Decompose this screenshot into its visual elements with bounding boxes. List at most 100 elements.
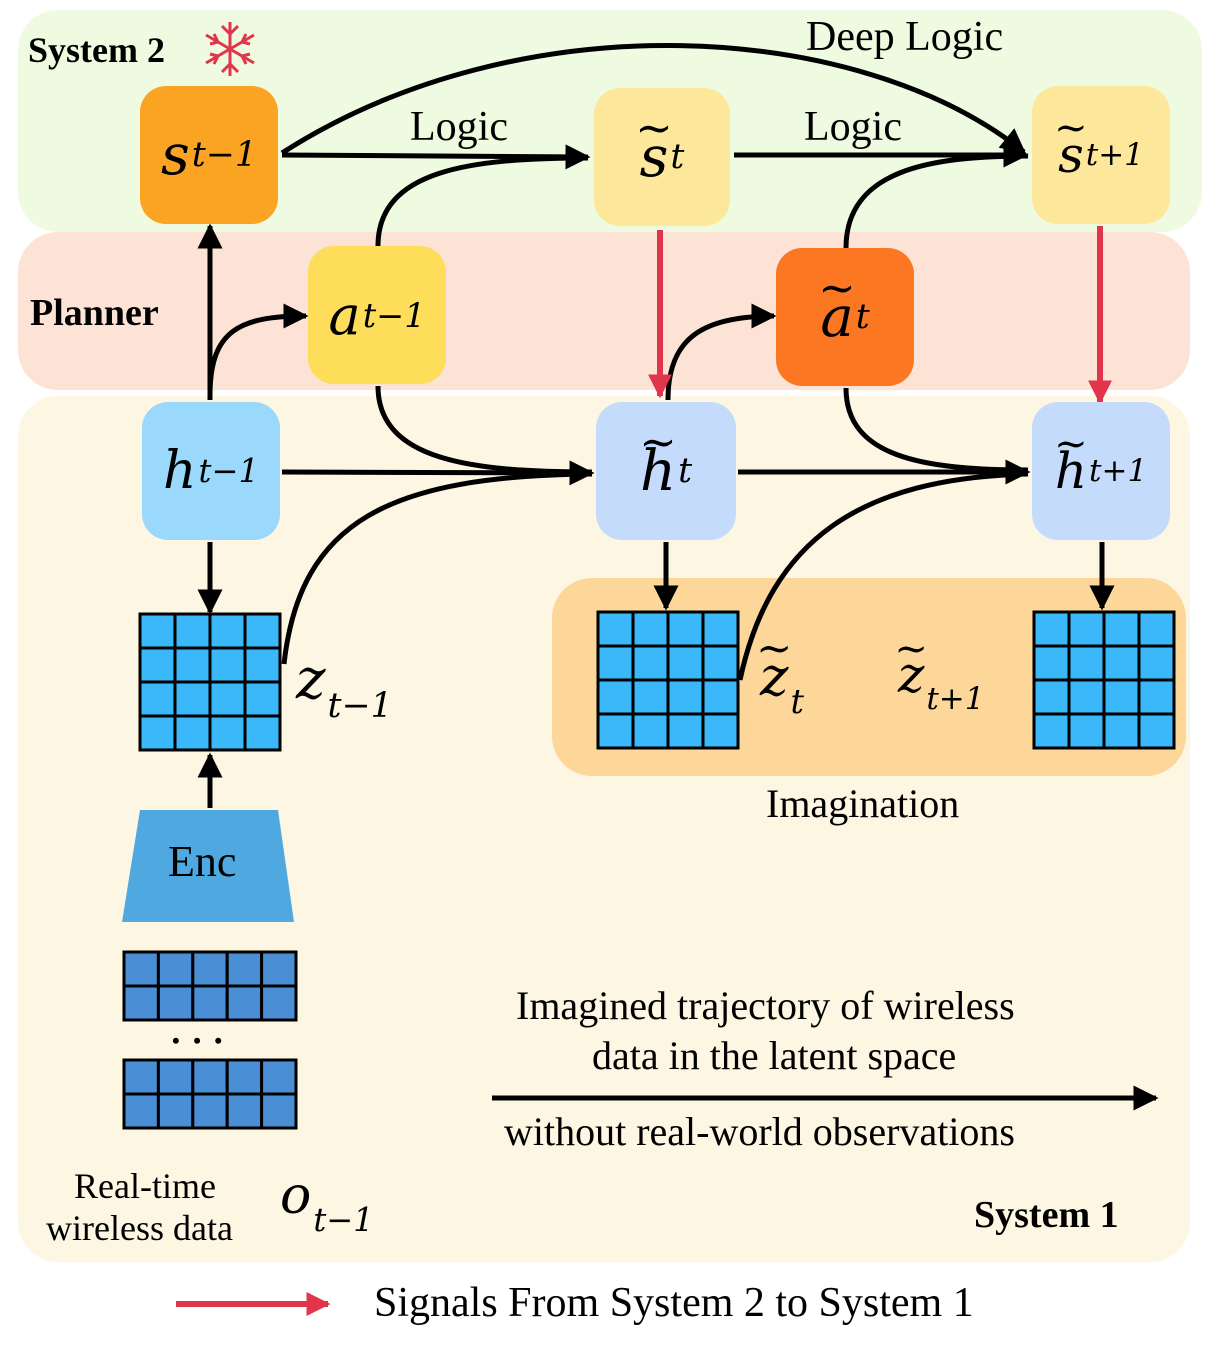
grid-cell [173, 680, 212, 718]
latent-grid-z-prev [138, 612, 282, 752]
input-label-line1: Real-time [74, 1166, 216, 1206]
grid-cell [1102, 712, 1141, 750]
node-s-t: st [594, 88, 730, 226]
logic-label-2: Logic [804, 104, 902, 150]
latent-grid-z-t [596, 610, 740, 750]
node-h-t: ht [596, 402, 736, 540]
grid-cell [666, 678, 705, 716]
grid-cell [1137, 644, 1176, 682]
grid-cell [1102, 610, 1141, 648]
observation-ellipsis: • • • [172, 1028, 227, 1053]
grid-cell [1032, 678, 1071, 716]
grid-cell [666, 644, 705, 682]
grid-cell [1102, 678, 1141, 716]
system2-label: System 2 [28, 30, 165, 70]
system1-label: System 1 [974, 1194, 1119, 1236]
a-t-to-h-next-arrow [843, 387, 1029, 473]
h-t-to-a-t-arrow [665, 303, 777, 401]
imagination-label: Imagination [766, 781, 960, 826]
grid-cell [1067, 712, 1106, 750]
grid-cell [631, 610, 670, 648]
grid-cell [1137, 678, 1176, 716]
node-s-next: st+1 [1032, 86, 1170, 224]
grid-cell [243, 646, 282, 684]
grid-cell [138, 612, 177, 650]
deep-logic-arrow [280, 43, 1026, 156]
label-z-prev: zt−1 [296, 647, 393, 727]
grid-cell [156, 950, 195, 988]
grid-cell [208, 612, 247, 650]
grid-cell [701, 610, 740, 648]
grid-cell [701, 712, 740, 750]
grid-cell [243, 680, 282, 718]
grid-cell [666, 610, 705, 648]
grid-cell [260, 1092, 298, 1130]
grid-cell [173, 646, 212, 684]
grid-cell [596, 644, 635, 682]
encoder-label: Enc [168, 837, 237, 886]
grid-cell [138, 680, 177, 718]
grid-cell [156, 1092, 195, 1130]
grid-cell [260, 1058, 298, 1096]
grid-cell [122, 1092, 160, 1130]
grid-cell [138, 714, 177, 752]
a-prev-to-s-t-arrow [375, 155, 589, 247]
grid-cell [122, 950, 160, 988]
grid-cell [191, 1092, 229, 1130]
grid-cell [1067, 644, 1106, 682]
node-h-next: ht+1 [1032, 402, 1170, 540]
grid-cell [631, 644, 670, 682]
observation-grid-2 [122, 1058, 298, 1130]
grid-cell [173, 612, 212, 650]
grid-cell [1067, 678, 1106, 716]
grid-cell [225, 1092, 264, 1130]
node-a-t: at [776, 248, 914, 386]
planner-label: Planner [30, 292, 159, 334]
grid-cell [631, 712, 670, 750]
grid-cell [701, 678, 740, 716]
grid-cell [225, 984, 264, 1022]
grid-cell [596, 610, 635, 648]
trajectory-line1: Imagined trajectory of wireless [516, 983, 1015, 1028]
grid-cell [138, 646, 177, 684]
trajectory-line3: without real-world observations [504, 1109, 1015, 1154]
grid-cell [243, 714, 282, 752]
z-prev-to-h-t-arrow [281, 471, 593, 665]
grid-cell [1032, 610, 1071, 648]
grid-cell [1032, 644, 1071, 682]
grid-cell [156, 1058, 195, 1096]
grid-cell [191, 984, 229, 1022]
grid-cell [122, 1058, 160, 1096]
grid-cell [173, 714, 212, 752]
latent-grid-z-next [1032, 610, 1176, 750]
grid-cell [208, 714, 247, 752]
grid-cell [701, 644, 740, 682]
grid-cell [260, 950, 298, 988]
grid-cell [596, 712, 635, 750]
input-label-line2: wireless data [46, 1208, 233, 1248]
label-z-next: zt+1 [898, 650, 985, 715]
grid-cell [208, 646, 247, 684]
logic-label-1: Logic [410, 104, 508, 150]
grid-cell [208, 680, 247, 718]
grid-cell [156, 984, 195, 1022]
grid-cell [596, 678, 635, 716]
grid-cell [1102, 644, 1141, 682]
grid-cell [225, 1058, 264, 1096]
grid-cell [243, 612, 282, 650]
grid-cell [1067, 610, 1106, 648]
grid-cell [122, 984, 160, 1022]
grid-cell [1137, 610, 1176, 648]
a-t-to-s-next-arrow [843, 153, 1029, 249]
grid-cell [1032, 712, 1071, 750]
a-prev-to-h-t-arrow [375, 385, 593, 475]
trajectory-line2: data in the latent space [592, 1033, 957, 1078]
grid-cell [1137, 712, 1176, 750]
grid-cell [191, 950, 229, 988]
label-z-t: zt [760, 650, 804, 719]
grid-cell [225, 950, 264, 988]
